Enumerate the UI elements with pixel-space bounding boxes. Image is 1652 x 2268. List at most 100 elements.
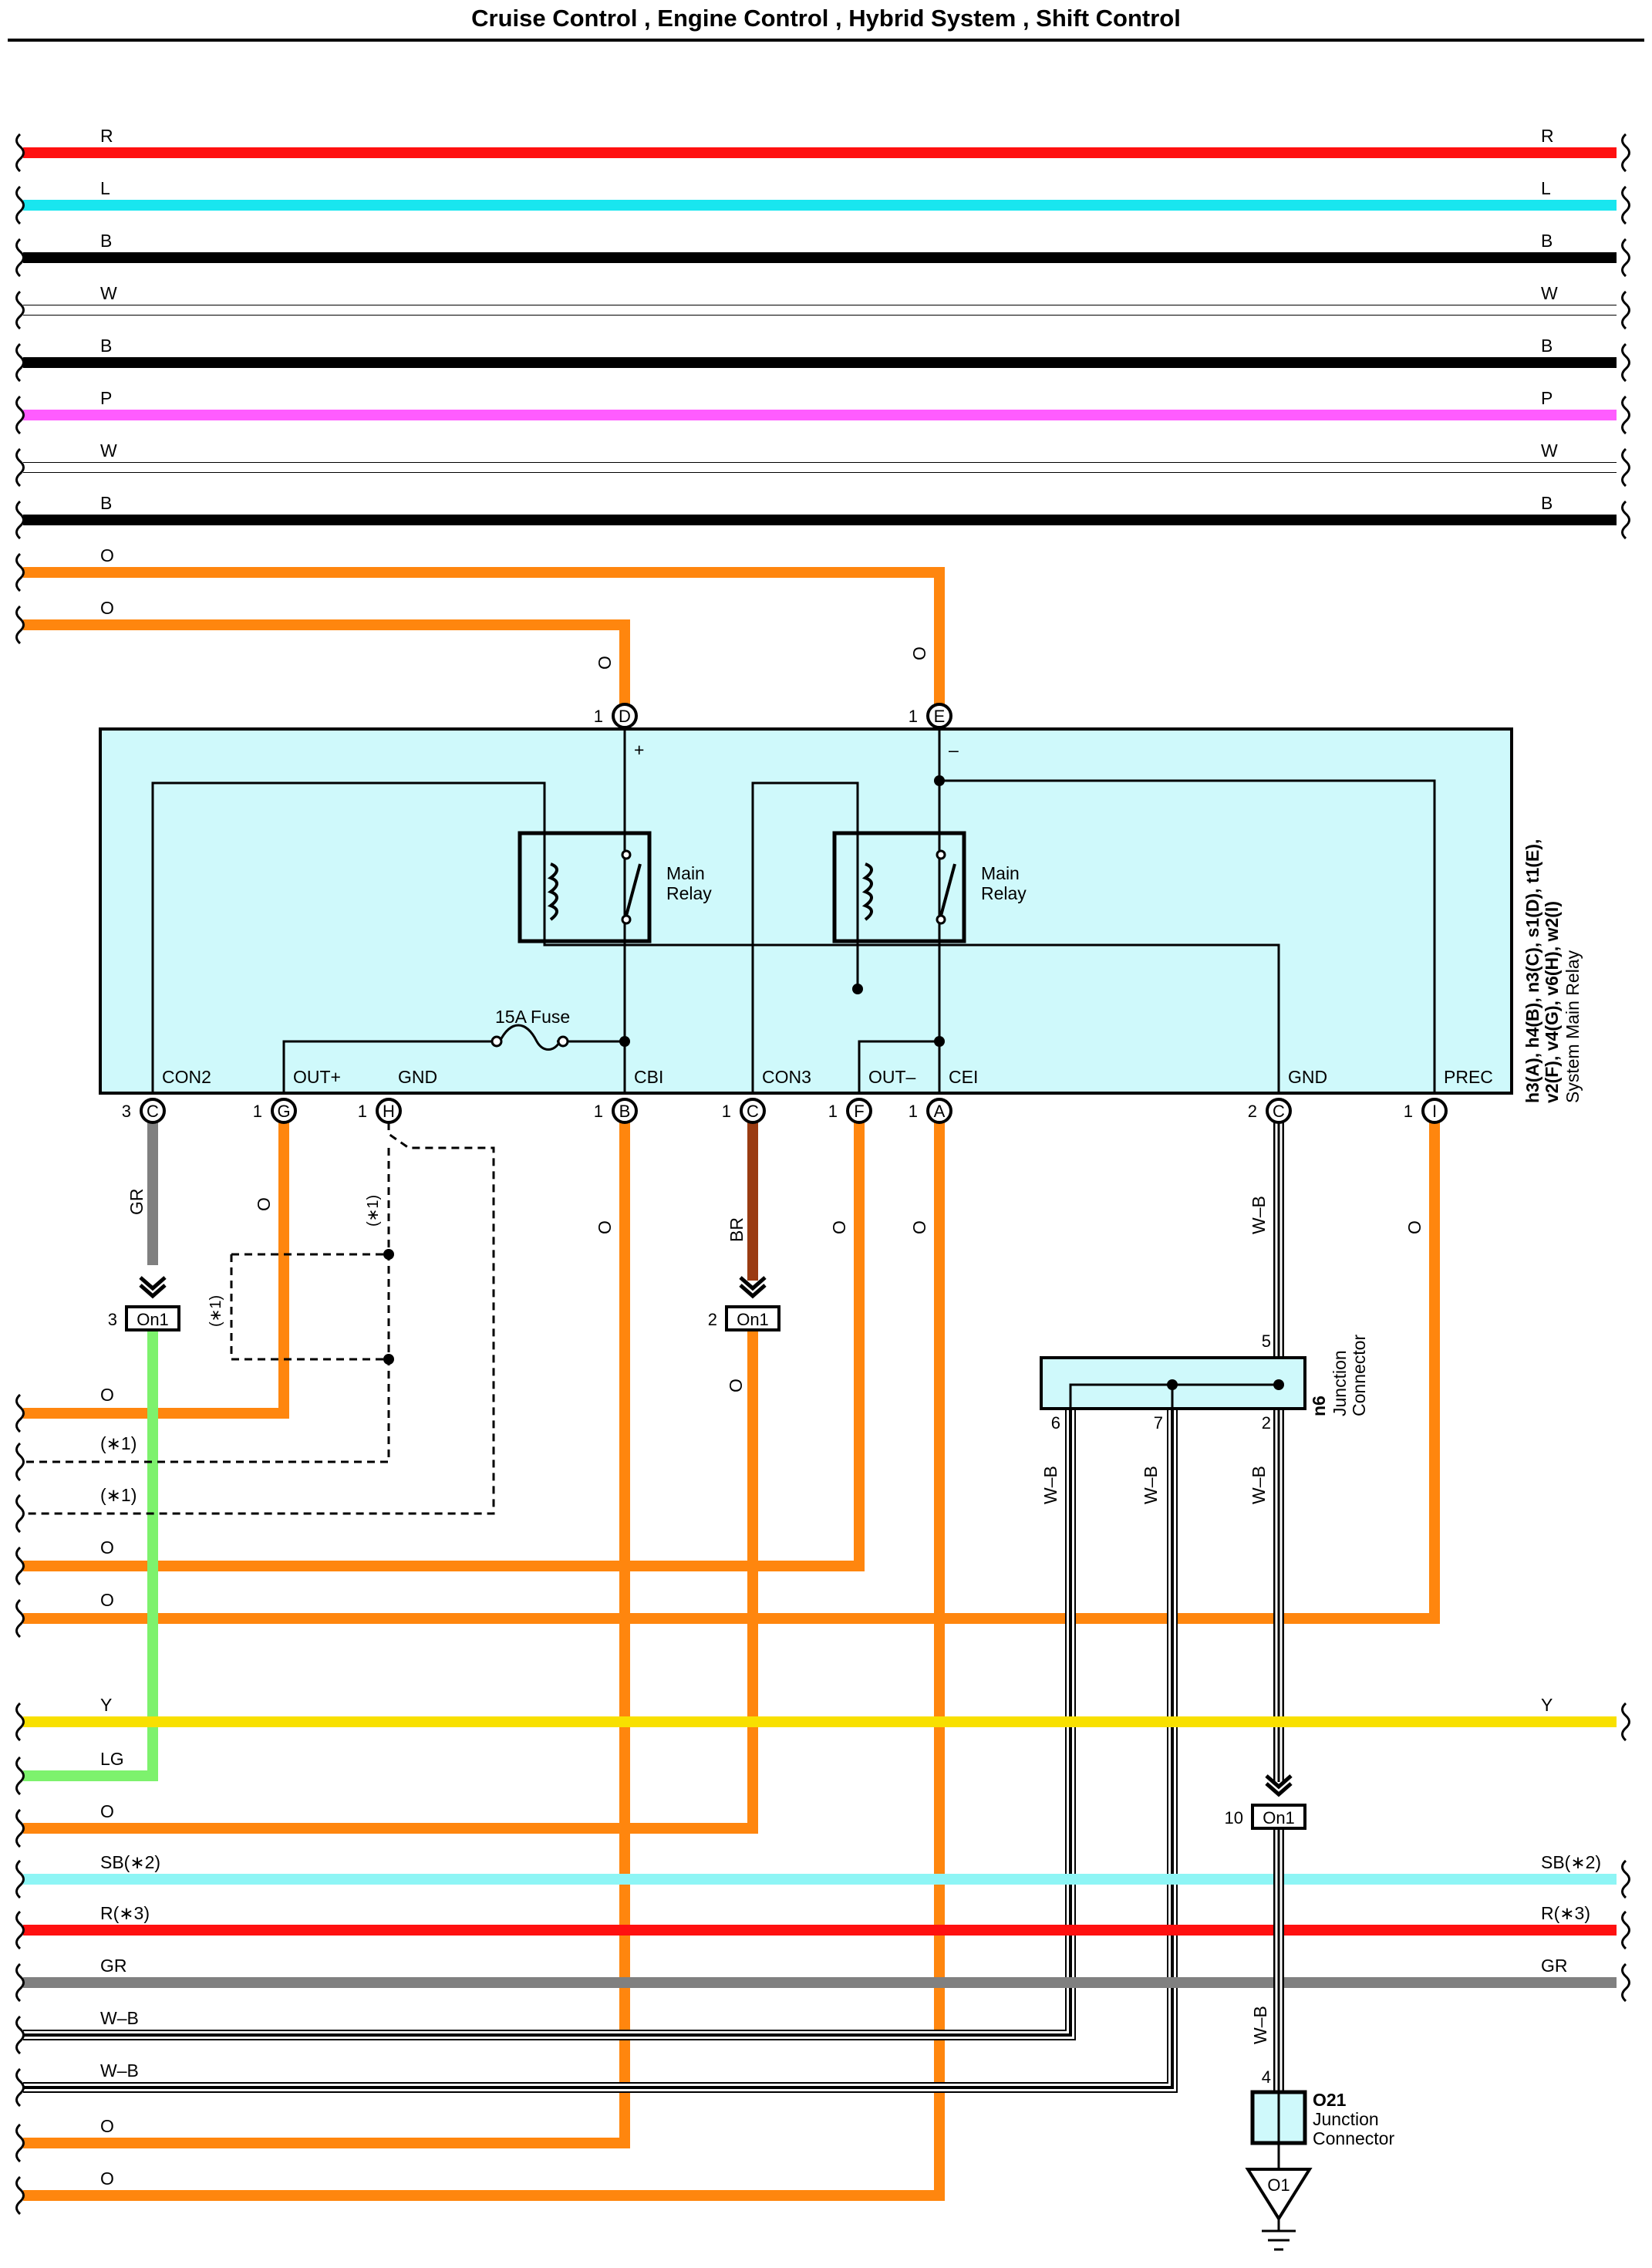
o21-pin: 4 [1262, 2067, 1271, 2087]
wire-label-right: R(∗3) [1541, 1903, 1590, 1923]
on1-connector-b-num: 2 [708, 1310, 717, 1329]
pin-bottom [846, 1098, 872, 1124]
wire-break-left [15, 552, 25, 592]
wire-label-left: W [100, 440, 117, 461]
pin-bottom [612, 1098, 638, 1124]
wire-break-right [1621, 1910, 1630, 1950]
wire-label-left: SB(∗2) [100, 1852, 160, 1872]
wire-break-right [1621, 133, 1630, 173]
wire-break-left [15, 2067, 25, 2108]
ground-symbol-icon [1262, 2219, 1296, 2251]
o21-label: Connector [1313, 2128, 1394, 2148]
pin-terminal-label: GND [1288, 1067, 1327, 1087]
wire-break-left [15, 2175, 25, 2216]
wire-label-left: B [100, 231, 112, 251]
pin-terminal-label: CBI [634, 1067, 663, 1087]
on1-connector-b [725, 1305, 780, 1331]
junction-dot [1167, 1379, 1178, 1390]
pin-terminal-label: CEI [949, 1067, 978, 1087]
wire-o-cei [23, 1122, 945, 2201]
main-relay-1-contact [621, 914, 632, 925]
main-relay-2-contact [936, 849, 946, 860]
wire-label-right: P [1541, 388, 1553, 408]
wire-break-left [15, 1598, 25, 1639]
junction-dot [852, 984, 863, 994]
relay-minus-label: – [949, 740, 959, 760]
n6-bus [1069, 1383, 1279, 1409]
connector-arrow-icon [739, 1284, 767, 1299]
wire-label-left: O [100, 1801, 114, 1821]
pin-bottom-num: 1 [358, 1102, 367, 1121]
wire-label-right: GR [1541, 1956, 1568, 1976]
dashed-wire-gnd-2 [23, 1148, 390, 1463]
wire-label-left: (∗1) [100, 1433, 137, 1453]
wire-break-right [1621, 1963, 1630, 2003]
wire-wb-n6-6-stripe [23, 1409, 1072, 2037]
o21-label: Junction [1313, 2109, 1379, 2129]
wire-label-vertical: W–B [1040, 1466, 1060, 1504]
on1-connector-c-label: On1 [1263, 1808, 1295, 1828]
wire-label-right: B [1541, 336, 1553, 356]
pin-bottom [140, 1098, 166, 1124]
wire-break-left [15, 1808, 25, 1848]
wire-label-left: W [100, 283, 117, 303]
fuse-terminal [557, 1035, 569, 1048]
junction-dot [383, 1354, 394, 1365]
wire-break-left [15, 1859, 25, 1899]
main-relay-2-switch-icon [939, 863, 956, 916]
wire-break-left [15, 1393, 25, 1433]
wire-break-left [15, 1546, 25, 1586]
pin-terminal-label: CON2 [162, 1067, 211, 1087]
pin-bottom-num: 1 [1404, 1102, 1413, 1121]
n6-id: n6 [1309, 1396, 1329, 1416]
wire-label-right: W [1541, 283, 1558, 303]
pin-bottom-letter: F [854, 1102, 864, 1121]
n6-pin: 2 [1262, 1413, 1271, 1433]
main-relay-2-label: Relay [981, 883, 1027, 903]
dashed-wire-gnd [23, 1122, 495, 1515]
dashed-label: (∗1) [207, 1295, 224, 1327]
pin-terminal-label: GND [398, 1067, 437, 1087]
relay-internal-prec [939, 779, 1436, 1093]
wire-break-left [15, 2123, 25, 2163]
wire-label-vertical: O [909, 646, 929, 660]
connector-arrow-icon [139, 1284, 167, 1299]
pin-d-num: 1 [594, 707, 603, 726]
n6-label: Connector [1349, 1335, 1369, 1416]
wire-label-left: O [100, 1590, 114, 1610]
wire-break-left [15, 133, 25, 173]
wire-label-left: R(∗3) [100, 1903, 150, 1923]
wire-break-left [15, 238, 25, 278]
junction-dot [934, 775, 945, 786]
system-main-relay-box [99, 727, 1513, 1095]
relay-connectors: v2(F), v4(G), v6(H), w2(I) [1542, 901, 1562, 1103]
connector-arrow-icon [139, 1276, 167, 1291]
wire-label-left: O [100, 2168, 114, 2189]
on1-connector-c-num: 10 [1225, 1808, 1243, 1828]
wire-label-right: W [1541, 440, 1558, 461]
connector-arrow-icon [1265, 1782, 1293, 1797]
pin-terminal-label: CON3 [762, 1067, 811, 1087]
main-relay-1-switch-icon [625, 863, 642, 916]
wire-break-right [1621, 447, 1630, 488]
pin-e-num: 1 [909, 707, 918, 726]
o21-id: O21 [1313, 2090, 1347, 2110]
wire-break-left [15, 2015, 25, 2055]
pin-bottom-num: 1 [909, 1102, 918, 1121]
pin-bottom-letter: H [383, 1102, 395, 1121]
wire-label-vertical: O [1404, 1220, 1424, 1234]
wire-label-left: (∗1) [100, 1485, 137, 1505]
main-relay-1-contact [621, 849, 632, 860]
main-relay-2-contact [936, 914, 946, 925]
on1-connector-a [125, 1305, 180, 1331]
wire-label-vertical: W–B [1249, 1196, 1269, 1234]
wire-label-left: W–B [100, 2008, 139, 2028]
wire-label-left: B [100, 493, 112, 513]
wire-break-right [1621, 185, 1630, 225]
pin-bottom-letter: I [1432, 1102, 1437, 1121]
pin-bottom [926, 1098, 952, 1124]
wire-label-vertical: W–B [1250, 2006, 1270, 2044]
wire-wb-n6-7-stripe [23, 1409, 1174, 2089]
wire-label-left: W–B [100, 2060, 139, 2081]
pin-bottom-letter: C [747, 1102, 759, 1121]
